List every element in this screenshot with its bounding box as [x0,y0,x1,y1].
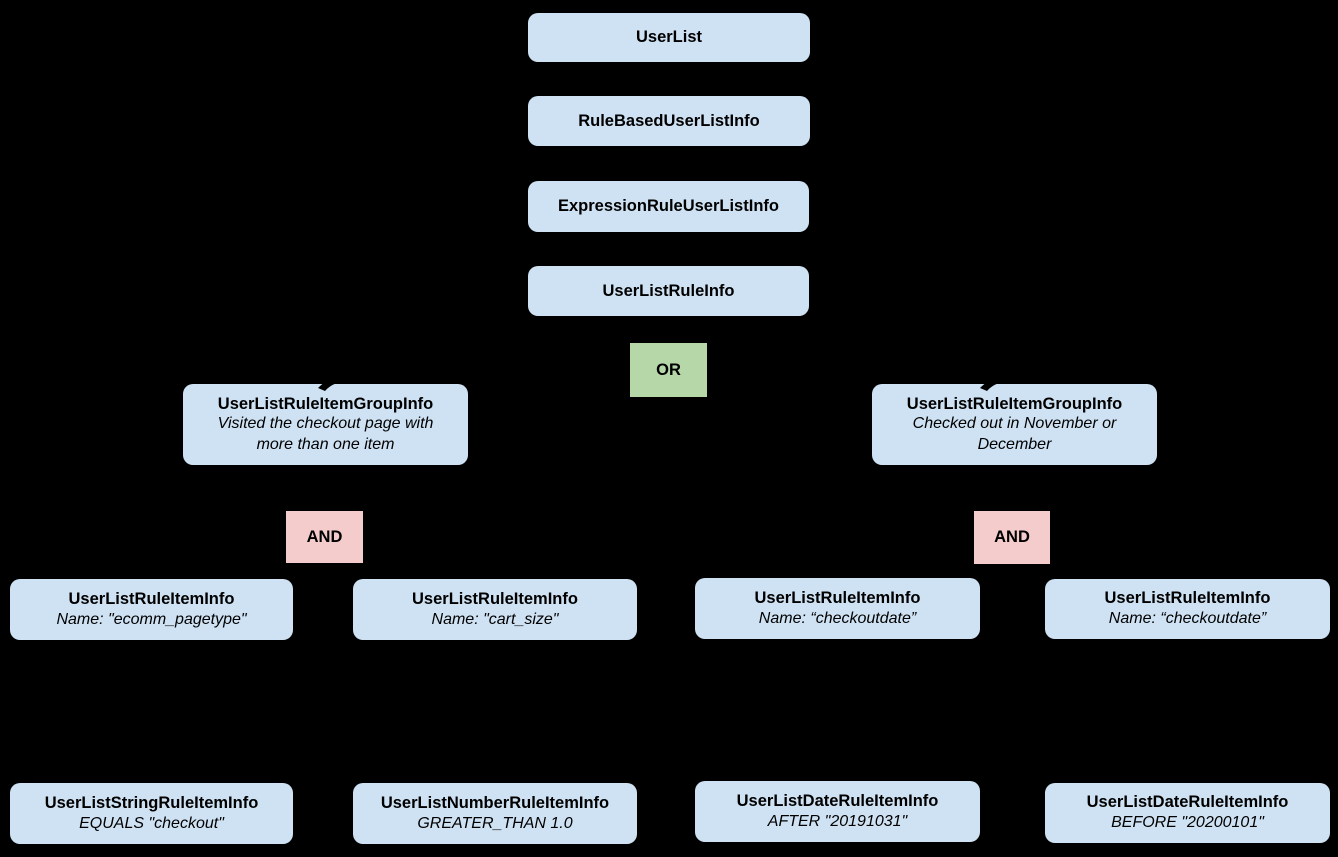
node-rulebaseduserlistinfo: RuleBasedUserListInfo [528,96,810,146]
node-ruleitem-checkoutdate-2: UserListRuleItemInfo Name: “checkoutdate… [1045,579,1330,639]
node-group-left-title: UserListRuleItemGroupInfo [217,394,434,413]
node-group-right-description: Checked out in November or December [912,415,1117,453]
node-expressionruleuserlistinfo: ExpressionRuleUserListInfo [528,181,809,232]
node-ruleitem-title: UserListRuleItemInfo [68,589,235,608]
node-ruleitem-detail: Name: “checkoutdate” [758,609,917,627]
node-numberruleitem: UserListNumberRuleItemInfo GREATER_THAN … [353,783,637,844]
node-ruleitem-title: UserListRuleItemInfo [1104,589,1271,608]
node-operand-title: UserListStringRuleItemInfo [44,793,259,812]
node-group-right-title: UserListRuleItemGroupInfo [906,394,1123,413]
node-group-left-description: Visited the checkout page with more than… [217,415,434,453]
node-operand-detail: AFTER "20191031" [767,812,908,830]
node-operand-detail: EQUALS "checkout" [79,814,224,832]
node-ruleitem-detail: Name: “checkoutdate” [1108,610,1267,628]
node-ruleitem-cart-size: UserListRuleItemInfo Name: "cart_size" [353,579,637,640]
node-userlistruleinfo-label: UserListRuleInfo [602,281,735,300]
node-rulebaseduserlistinfo-label: RuleBasedUserListInfo [578,111,760,130]
node-ruleitem-checkoutdate-1: UserListRuleItemInfo Name: “checkoutdate… [695,578,980,639]
and-operator-right-label: AND [994,528,1030,546]
and-operator-right-node: AND [974,511,1050,564]
and-operator-left-node: AND [286,511,363,563]
node-ruleitem-detail: Name: "ecomm_pagetype" [56,610,247,628]
node-operand-detail: GREATER_THAN 1.0 [417,814,573,832]
node-group-right: UserListRuleItemGroupInfo Checked out in… [872,384,1157,465]
or-operator-label: OR [656,360,681,379]
node-dateruleitem-before: UserListDateRuleItemInfo BEFORE "2020010… [1045,783,1330,843]
node-stringruleitem: UserListStringRuleItemInfo EQUALS "check… [10,783,293,844]
connector-arrowhead-left [318,376,351,391]
node-operand-title: UserListDateRuleItemInfo [736,791,939,810]
connector-arrowhead-right [980,376,1013,391]
or-operator-node: OR [630,343,707,397]
node-group-left: UserListRuleItemGroupInfo Visited the ch… [183,384,468,465]
node-dateruleitem-after: UserListDateRuleItemInfo AFTER "20191031… [695,781,980,842]
node-userlist-label: UserList [635,28,703,47]
node-ruleitem-ecomm-pagetype: UserListRuleItemInfo Name: "ecomm_pagety… [10,579,293,640]
node-operand-title: UserListNumberRuleItemInfo [380,793,610,812]
node-operand-detail: BEFORE "20200101" [1111,814,1264,832]
node-ruleitem-title: UserListRuleItemInfo [754,588,921,607]
node-userlist: UserList [528,13,810,62]
node-operand-title: UserListDateRuleItemInfo [1086,793,1289,812]
and-operator-left-label: AND [306,527,343,546]
node-ruleitem-title: UserListRuleItemInfo [412,589,578,608]
node-expressionruleuserlistinfo-label: ExpressionRuleUserListInfo [558,197,779,216]
node-userlistruleinfo: UserListRuleInfo [528,266,809,316]
node-ruleitem-detail: Name: "cart_size" [431,610,559,628]
